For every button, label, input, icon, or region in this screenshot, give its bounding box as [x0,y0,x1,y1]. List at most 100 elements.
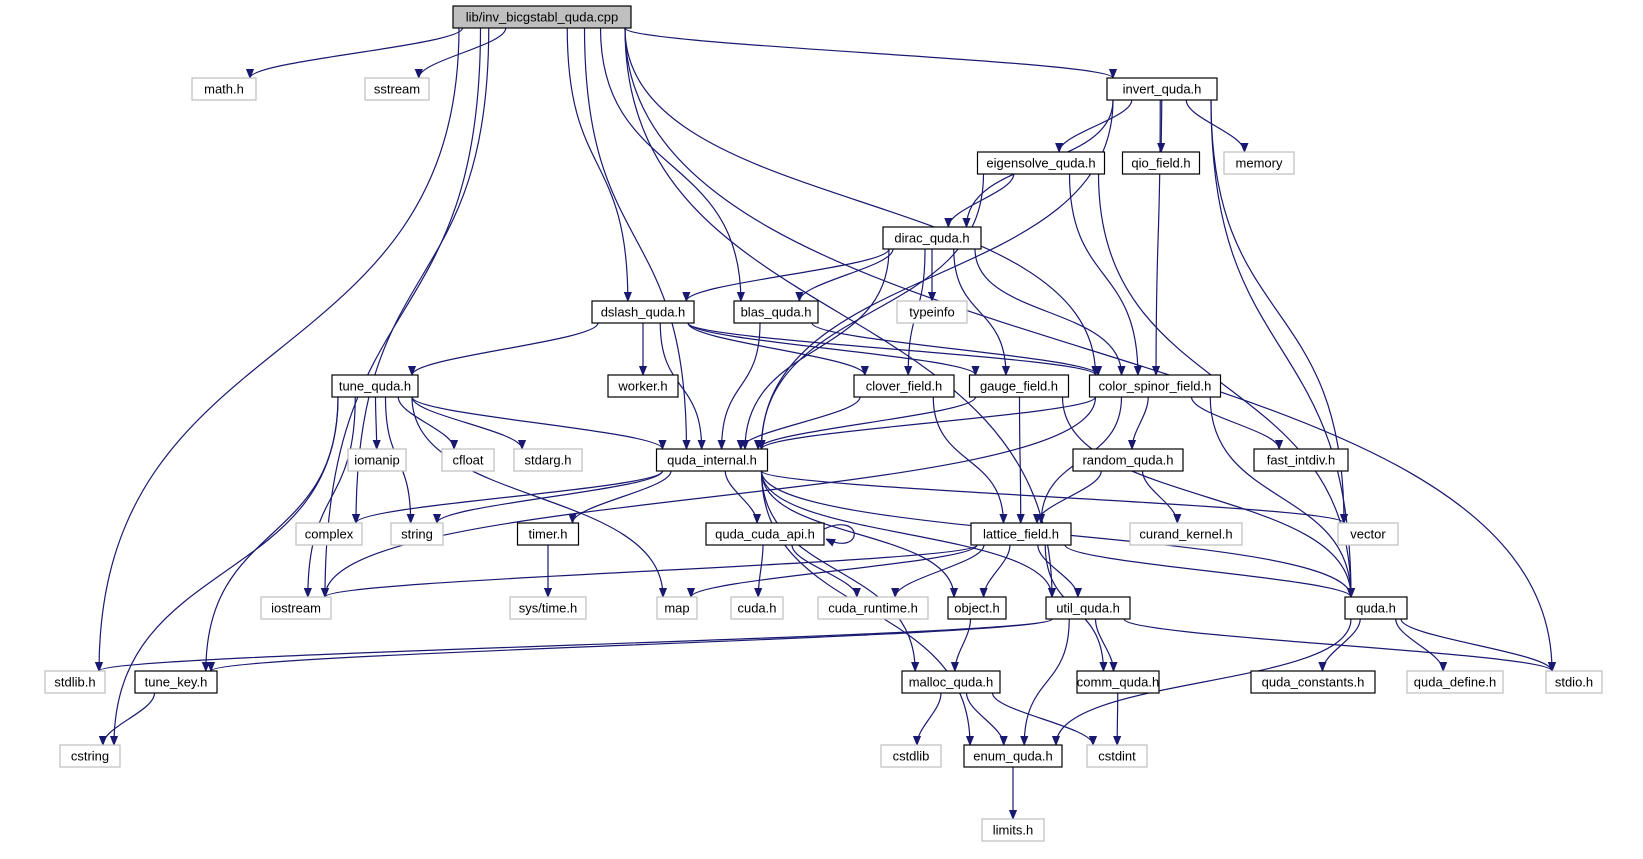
node-box-memory [1223,151,1295,175]
node-box-csf [1088,374,1222,398]
edge-root-to-complex [356,27,490,523]
node-box-tunekey [134,670,218,694]
node-iostream: iostream [260,596,332,620]
node-fastintdiv[interactable]: fast_intdiv.h [1253,448,1349,472]
edge-root-to-qinternal [583,27,687,449]
edge-csf-to-quda [1209,396,1351,597]
edge-eigensolve-to-quda [1097,173,1352,597]
node-map: map [656,596,698,620]
edge-dirac-to-blas [799,248,894,302]
edge-tune-to-qinternal [411,396,663,450]
node-cudaapi[interactable]: quda_cuda_api.h [705,522,825,546]
node-label-cudart: cuda_runtime.h [828,601,918,616]
node-qio[interactable]: qio_field.h [1121,151,1201,175]
edge-root-to-blas [599,27,741,301]
node-box-dslash [591,300,695,324]
edge-qinternal-to-cudaapi [724,470,757,524]
node-lattice[interactable]: lattice_field.h [970,522,1072,546]
edge-cudaapi-to-cudart [791,544,857,598]
node-enum[interactable]: enum_quda.h [963,744,1063,768]
node-root[interactable]: lib/inv_bicgstabl_quda.cpp [452,5,632,29]
node-blas[interactable]: blas_quda.h [733,300,819,324]
node-quda[interactable]: quda.h [1344,596,1408,620]
node-label-curand: curand_kernel.h [1139,527,1232,542]
node-box-math [191,77,257,101]
node-box-cstdlib [880,744,942,768]
edge-dirac-to-qinternal [745,248,890,449]
edge-tune-to-cfloat [397,396,454,450]
node-cudah: cuda.h [730,596,784,620]
node-box-constants [1250,670,1376,694]
edge-lattice-to-quda [1064,544,1351,598]
node-box-worker [607,374,679,398]
node-malloc[interactable]: malloc_quda.h [901,670,1001,694]
node-label-fastintdiv: fast_intdiv.h [1267,453,1335,468]
node-object[interactable]: object.h [947,596,1007,620]
edge-quda-to-stdio [1400,618,1552,672]
node-label-enum: enum_quda.h [973,749,1053,764]
node-clover[interactable]: clover_field.h [853,374,955,398]
node-comm[interactable]: comm_quda.h [1076,670,1160,694]
node-label-iostream: iostream [271,601,321,616]
edge-lattice-to-object [984,544,1011,598]
node-memory: memory [1223,151,1295,175]
node-tune[interactable]: tune_quda.h [331,374,419,398]
node-box-limits [981,818,1045,842]
node-systime: sys/time.h [509,596,587,620]
node-util[interactable]: util_quda.h [1045,596,1131,620]
edge-random-to-curand [1141,470,1178,524]
edge-util-to-enum [1024,618,1070,745]
node-invert[interactable]: invert_quda.h [1106,77,1218,101]
edge-qinternal-to-vector [760,470,1345,524]
edge-lattice-to-cudart [895,544,985,598]
node-box-vector [1337,522,1399,546]
node-dslash[interactable]: dslash_quda.h [591,300,695,324]
node-eigensolve[interactable]: eigensolve_quda.h [976,151,1106,175]
edge-tunekey-to-cstring [103,692,156,746]
node-dirac[interactable]: dirac_quda.h [882,226,982,250]
edge-malloc-to-cstdint [991,692,1094,746]
edge-root-to-stdio [624,27,1552,671]
node-label-memory: memory [1236,156,1283,171]
node-label-tune: tune_quda.h [339,379,411,394]
edge-gauge-to-lattice [1020,396,1021,523]
node-random[interactable]: random_quda.h [1072,448,1184,472]
node-box-gauge [968,374,1070,398]
node-label-tunekey: tune_key.h [145,675,208,690]
node-box-curand [1129,522,1243,546]
edge-invert-to-csf [1156,99,1161,375]
node-box-cudaapi [705,522,825,546]
node-box-comm [1076,670,1160,694]
node-label-cstdint: cstdint [1098,749,1136,764]
node-box-object [947,596,1007,620]
node-cudart: cuda_runtime.h [817,596,929,620]
edge-csf-to-random [1132,396,1149,450]
node-qinternal[interactable]: quda_internal.h [655,448,769,472]
node-label-util: util_quda.h [1056,601,1120,616]
edge-blas-to-csf [811,322,1098,376]
node-box-complex [295,522,363,546]
node-tunekey[interactable]: tune_key.h [134,670,218,694]
node-label-math: math.h [204,82,244,97]
node-constants[interactable]: quda_constants.h [1250,670,1376,694]
node-csf[interactable]: color_spinor_field.h [1088,374,1222,398]
node-box-qio [1121,151,1201,175]
node-label-quda: quda.h [1356,601,1396,616]
node-box-enum [963,744,1063,768]
edge-blas-to-qinternal [722,322,761,449]
node-box-define [1406,670,1504,694]
node-worker[interactable]: worker.h [607,374,679,398]
node-box-stdio [1545,670,1603,694]
node-box-qinternal [655,448,769,472]
edge-invert-to-qio [1161,99,1162,152]
node-label-qinternal: quda_internal.h [667,453,757,468]
edge-root-to-sstream [419,27,507,79]
node-sstream: sstream [364,77,430,101]
edge-dslash-to-clover [687,322,865,376]
node-box-iomanip [347,448,407,472]
node-gauge[interactable]: gauge_field.h [968,374,1070,398]
node-timer[interactable]: timer.h [516,522,580,546]
node-box-cudart [817,596,929,620]
node-label-iomanip: iomanip [354,453,400,468]
nodes-layer: lib/inv_bicgstabl_quda.cpp math.h sstream i… [44,5,1603,842]
